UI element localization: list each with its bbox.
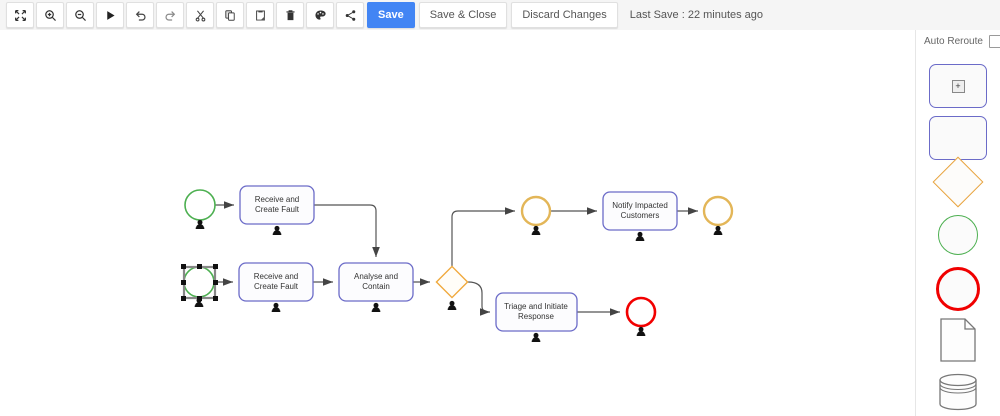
task-label-line2: Create Fault [254, 282, 299, 291]
paste-icon[interactable] [246, 2, 274, 28]
task-label-line1: Analyse and [354, 272, 398, 281]
palette-task-with-marker[interactable]: + [929, 64, 987, 108]
intermediate-event-gold-top[interactable] [520, 195, 552, 235]
zoom-in-icon[interactable] [36, 2, 64, 28]
task-analyse-and-contain[interactable]: Analyse and Contain [338, 262, 414, 312]
auto-reroute-label: Auto Reroute [924, 36, 983, 47]
task-receive-and-create-fault-top[interactable]: Receive and Create Fault [239, 185, 315, 235]
task-label-line1: Receive and [254, 272, 298, 281]
edge-task-top-to-analyse[interactable] [314, 204, 380, 258]
task-label-line2: Customers [621, 211, 660, 220]
edge-gateway-to-triage[interactable] [467, 281, 491, 316]
task-triage-and-initiate-response[interactable]: Triage and Initiate Response [495, 292, 578, 342]
palette-icon[interactable] [306, 2, 334, 28]
task-label-line1: Notify Impacted [612, 201, 668, 210]
end-event-red[interactable] [625, 296, 657, 336]
auto-reroute-row: Auto Reroute [924, 35, 1000, 48]
plus-icon: + [951, 79, 965, 93]
undo-icon[interactable] [126, 2, 154, 28]
share-icon[interactable] [336, 2, 364, 28]
zoom-out-icon[interactable] [66, 2, 94, 28]
task-receive-and-create-fault-bottom[interactable]: Receive and Create Fault [238, 262, 314, 312]
toolbar: Save Save & Close Discard Changes Last S… [0, 0, 1000, 31]
save-button[interactable]: Save [367, 2, 415, 28]
task-label-line1: Triage and Initiate [504, 302, 568, 311]
palette-document[interactable] [940, 318, 976, 367]
shape-palette: Auto Reroute + [915, 30, 1000, 416]
discard-changes-button[interactable]: Discard Changes [511, 2, 618, 28]
delete-icon[interactable] [276, 2, 304, 28]
edge-gateway-to-gold-event[interactable] [451, 207, 516, 266]
cut-icon[interactable] [186, 2, 214, 28]
fullscreen-icon[interactable] [6, 2, 34, 28]
task-notify-impacted-customers[interactable]: Notify Impacted Customers [602, 191, 678, 241]
save-and-close-button[interactable]: Save & Close [418, 2, 508, 28]
task-label-line2: Create Fault [255, 205, 300, 214]
start-event-top[interactable] [184, 189, 216, 229]
palette-data-store[interactable] [938, 373, 978, 416]
task-label-line2: Contain [362, 282, 390, 291]
palette-end-event[interactable] [936, 267, 980, 311]
palette-gateway[interactable] [932, 156, 984, 208]
task-label-line1: Receive and [255, 195, 299, 204]
palette-start-event[interactable] [938, 215, 978, 255]
task-label-line2: Response [518, 312, 555, 321]
play-icon[interactable] [96, 2, 124, 28]
copy-icon[interactable] [216, 2, 244, 28]
intermediate-event-gold-end[interactable] [702, 195, 734, 235]
gateway-decision[interactable] [435, 265, 469, 310]
redo-icon[interactable] [156, 2, 184, 28]
auto-reroute-checkbox[interactable] [988, 35, 1000, 48]
diagram-canvas[interactable]: Receive and Create Fault Receive and Cre… [0, 30, 916, 416]
palette-task[interactable] [929, 116, 987, 160]
process-diagram[interactable]: Receive and Create Fault Receive and Cre… [0, 30, 916, 416]
start-event-bottom-selected[interactable] [181, 264, 218, 307]
last-save-status: Last Save : 22 minutes ago [629, 9, 764, 21]
